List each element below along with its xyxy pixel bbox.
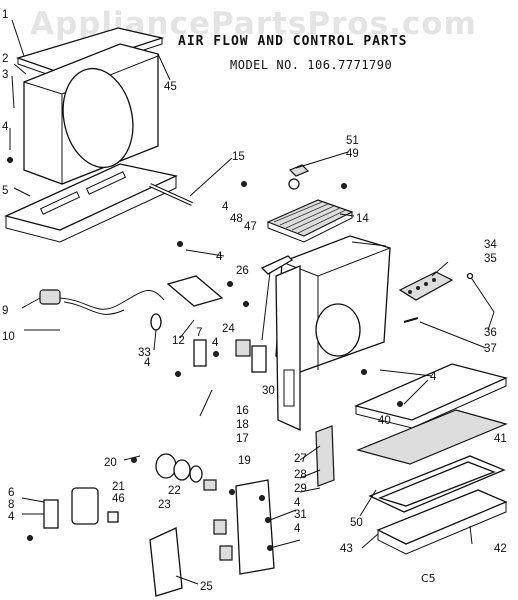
label-2: 2 bbox=[2, 53, 8, 65]
label-7: 7 bbox=[196, 327, 202, 339]
part-control-panel bbox=[213, 479, 275, 575]
part-panel-50 bbox=[356, 409, 508, 465]
part-bracket-26 bbox=[260, 255, 294, 341]
label-22: 22 bbox=[168, 485, 181, 497]
part-panel-42 bbox=[376, 489, 508, 555]
label-4c: 4 bbox=[216, 251, 223, 263]
label-40: 40 bbox=[378, 415, 391, 427]
label-10: 10 bbox=[2, 331, 15, 343]
label-33: 33 bbox=[138, 347, 151, 359]
label-4b: 4 bbox=[222, 201, 229, 213]
label-20: 20 bbox=[104, 457, 117, 469]
label-16: 16 bbox=[236, 405, 249, 417]
label-15: 15 bbox=[232, 151, 245, 163]
label-4h: 4 bbox=[294, 497, 301, 509]
label-17: 17 bbox=[236, 433, 249, 445]
part-grille bbox=[266, 199, 354, 243]
label-30: 30 bbox=[262, 385, 275, 397]
label-23: 23 bbox=[158, 499, 171, 511]
label-6: 6 bbox=[8, 487, 14, 499]
model-number: MODEL NO. 106.7771790 bbox=[230, 58, 393, 72]
part-base-tray bbox=[4, 163, 179, 243]
label-41: 41 bbox=[494, 433, 507, 445]
part-rod-36 bbox=[466, 272, 495, 313]
label-37: 37 bbox=[484, 343, 497, 355]
diagram-title: AIR FLOW AND CONTROL PARTS bbox=[178, 34, 408, 49]
label-3: 3 bbox=[2, 69, 8, 81]
label-29: 29 bbox=[294, 483, 307, 495]
part-screw-37 bbox=[403, 317, 419, 323]
label-46: 46 bbox=[112, 493, 125, 505]
leader-lines bbox=[9, 19, 495, 585]
label-42: 42 bbox=[494, 543, 507, 555]
label-18: 18 bbox=[236, 419, 249, 431]
label-36: 36 bbox=[484, 327, 497, 339]
part-bracket-7 bbox=[193, 339, 207, 367]
part-relay-24 bbox=[235, 339, 251, 357]
part-rod bbox=[149, 183, 193, 206]
label-51: 51 bbox=[346, 135, 359, 147]
part-panel-23 bbox=[149, 527, 183, 597]
label-21: 21 bbox=[112, 481, 125, 493]
label-1: 1 bbox=[2, 9, 8, 21]
label-4f: 4 bbox=[430, 371, 437, 383]
label-4g: 4 bbox=[8, 511, 15, 523]
label-25: 25 bbox=[200, 581, 213, 593]
part-terminal-board bbox=[398, 271, 454, 301]
label-12: 12 bbox=[172, 335, 185, 347]
label-26: 26 bbox=[236, 265, 249, 277]
label-50: 50 bbox=[350, 517, 363, 529]
label-19: 19 bbox=[238, 455, 251, 467]
part-labels: 1 2 3 4 5 45 15 51 49 4 48 47 14 4 26 34… bbox=[2, 9, 507, 593]
label-4e: 4 bbox=[212, 337, 219, 349]
part-clip-46 bbox=[107, 511, 119, 523]
label-24: 24 bbox=[222, 323, 235, 335]
label-27: 27 bbox=[294, 453, 307, 465]
part-fan-motor bbox=[155, 453, 217, 491]
screws bbox=[7, 157, 403, 551]
part-capacitor-21 bbox=[71, 487, 99, 525]
part-capacitor-30 bbox=[251, 345, 267, 373]
label-49: 49 bbox=[346, 148, 359, 160]
label-48: 48 bbox=[230, 213, 243, 225]
label-4i: 4 bbox=[294, 523, 301, 535]
label-47: 47 bbox=[244, 221, 257, 233]
label-4: 4 bbox=[2, 121, 9, 133]
label-5: 5 bbox=[2, 185, 8, 197]
label-45: 45 bbox=[164, 81, 177, 93]
part-power-cord bbox=[39, 289, 165, 331]
part-plate-12 bbox=[166, 275, 224, 307]
label-14: 14 bbox=[356, 213, 369, 225]
label-9: 9 bbox=[2, 305, 8, 317]
label-31: 31 bbox=[294, 509, 307, 521]
label-4d: 4 bbox=[144, 357, 151, 369]
label-35: 35 bbox=[484, 253, 497, 265]
part-bracket-8 bbox=[43, 499, 59, 529]
part-clip-51 bbox=[288, 164, 310, 190]
part-panel-43 bbox=[368, 455, 506, 513]
label-43: 43 bbox=[340, 543, 353, 555]
part-front-frame bbox=[23, 43, 159, 185]
page-code: C5 bbox=[421, 572, 436, 585]
part-control-housing bbox=[275, 235, 391, 432]
label-34: 34 bbox=[484, 239, 497, 251]
label-8: 8 bbox=[8, 499, 14, 511]
part-panel-27 bbox=[315, 425, 335, 487]
label-28: 28 bbox=[294, 469, 307, 481]
